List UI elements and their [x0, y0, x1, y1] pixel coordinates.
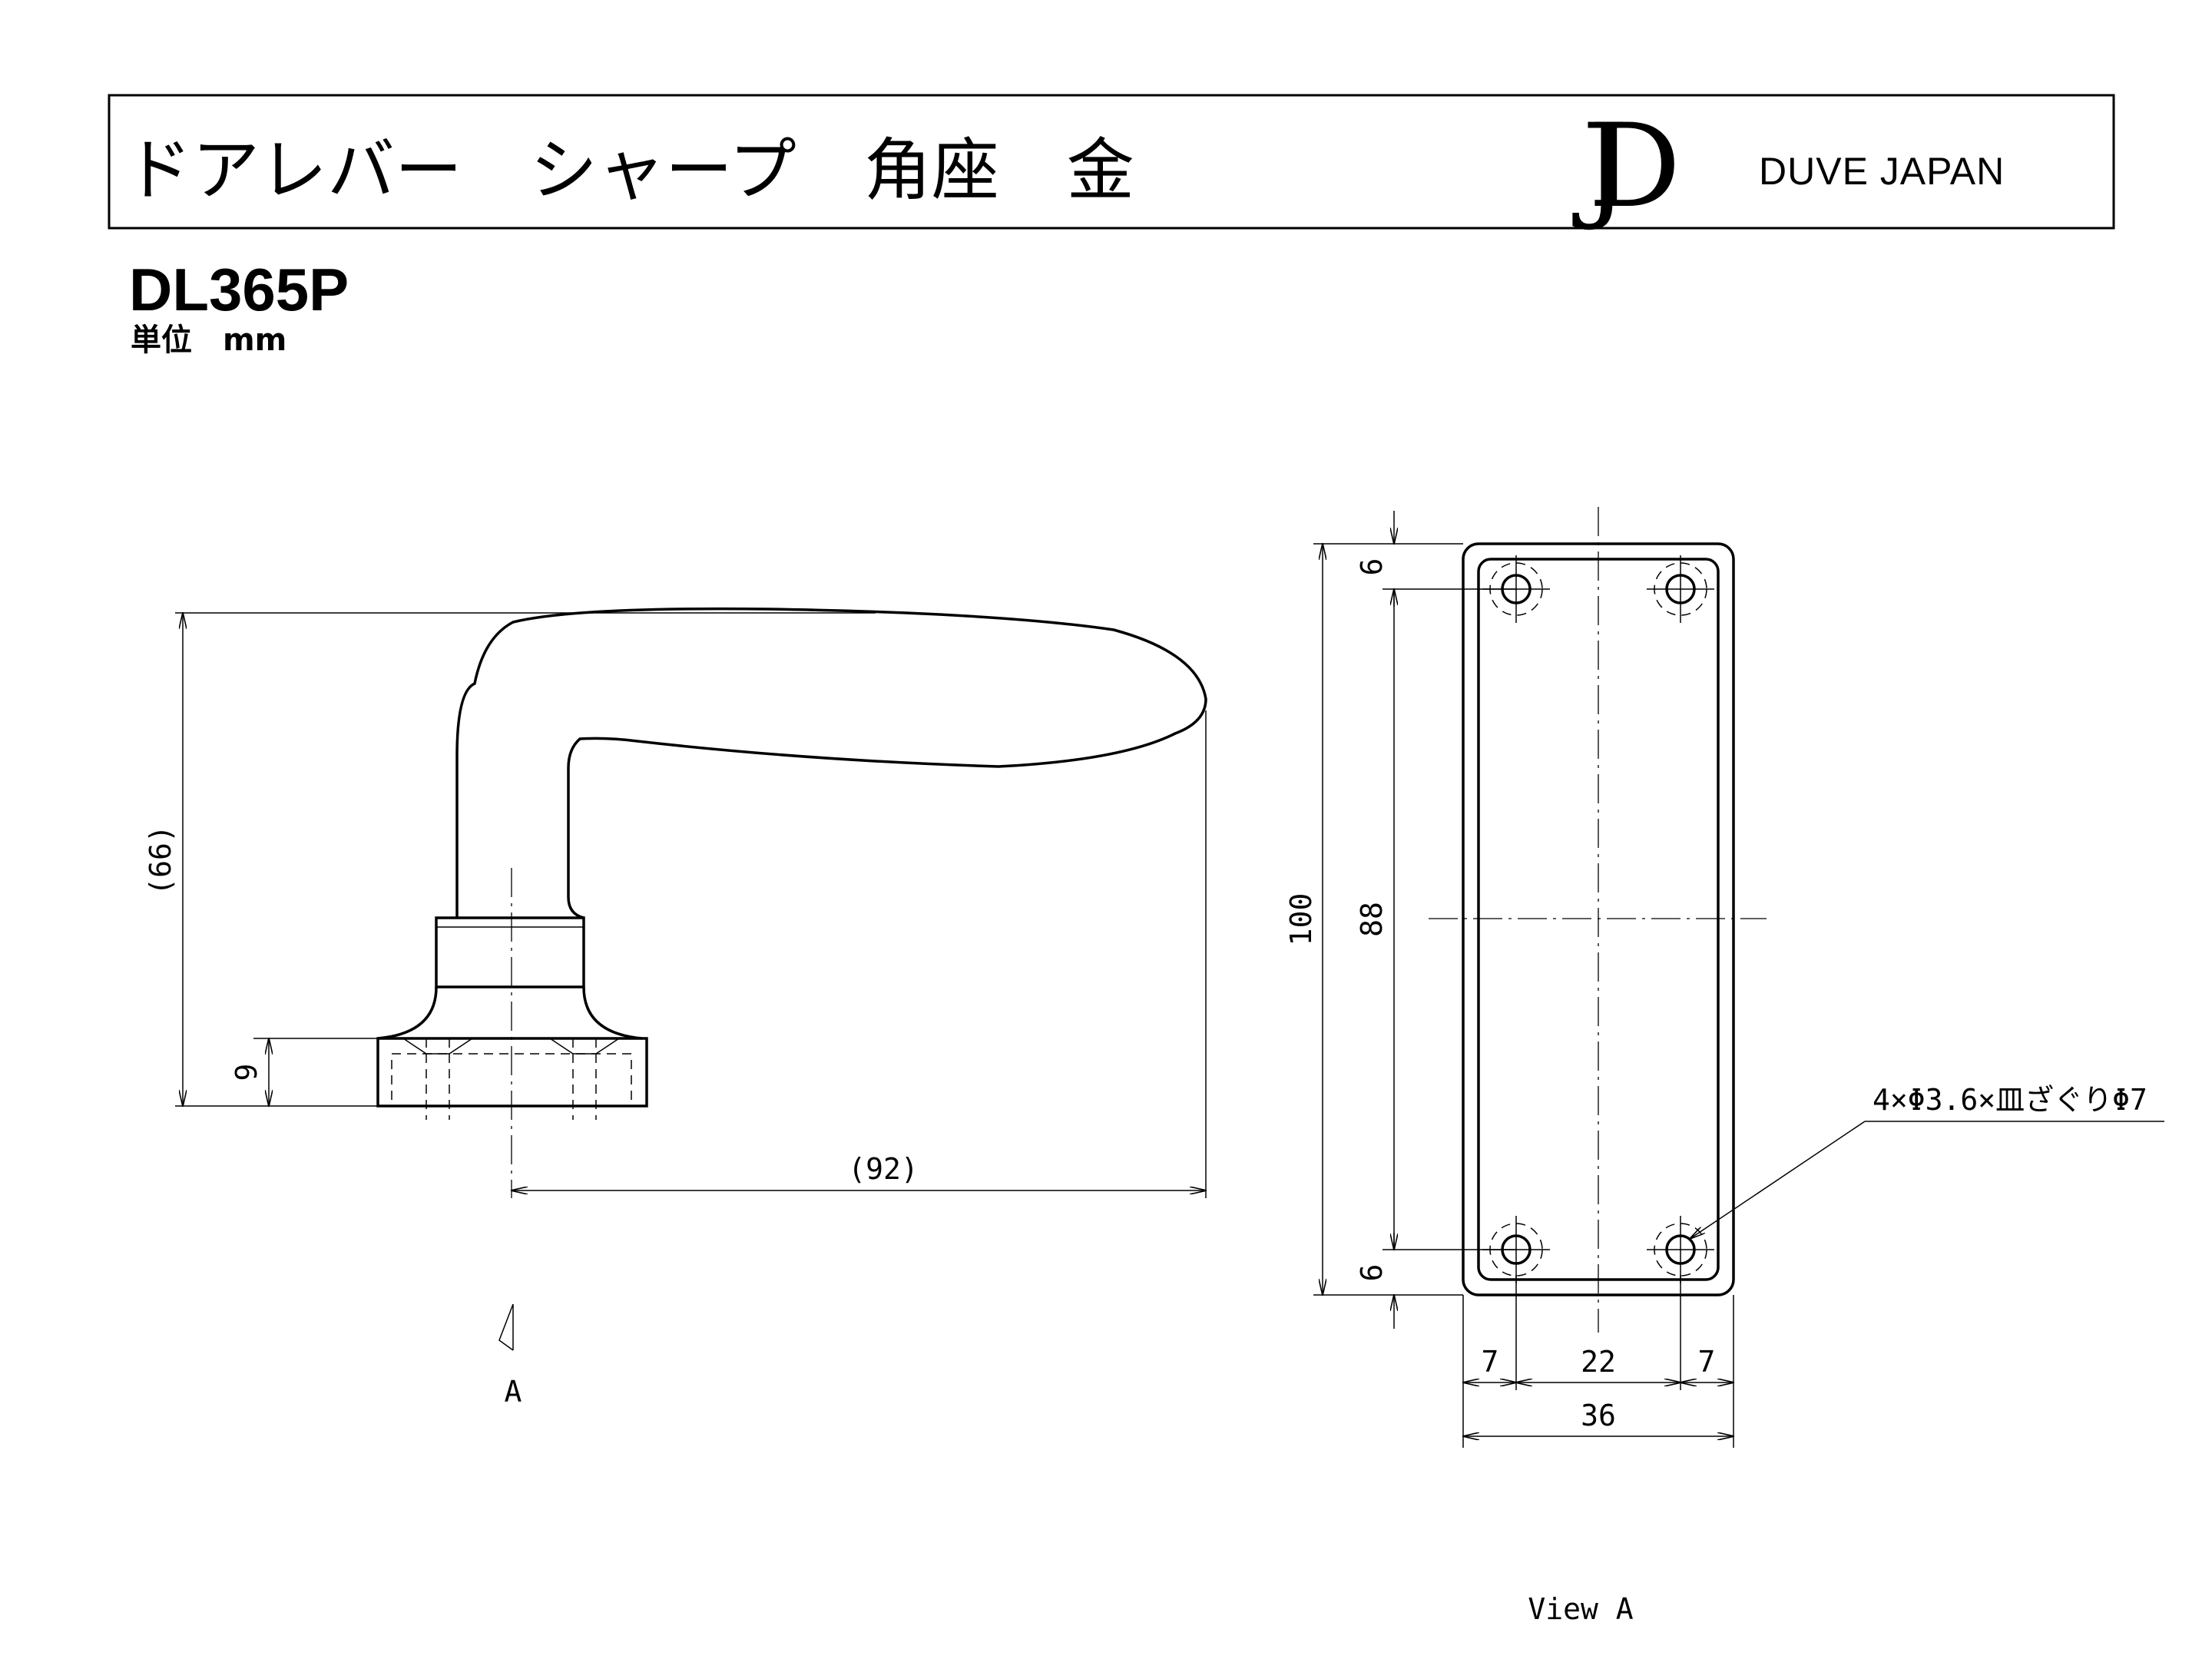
- model-number: DL365P: [129, 256, 349, 323]
- dim-top-offset: 6: [1355, 558, 1389, 576]
- dim-left-offset: 7: [1482, 1345, 1499, 1379]
- title-frame: [108, 94, 2115, 230]
- view-a-indicator: A: [498, 1303, 522, 1409]
- logo-mark: JD: [1572, 100, 1674, 233]
- view-marker-label: A: [505, 1375, 522, 1409]
- dim-bottom-offset: 6: [1355, 1264, 1389, 1282]
- base-recess-hidden: [391, 1053, 632, 1107]
- lever-outline: [455, 607, 1207, 919]
- dim-plate-width: 36: [1581, 1399, 1616, 1432]
- unit-label: 単位 mm: [131, 323, 286, 358]
- dim-lever-length: (92): [848, 1152, 919, 1186]
- product-title: ドアレバー シャープ 角座 金: [124, 131, 1134, 210]
- dim-hole-pitch-horizontal: 22: [1581, 1345, 1616, 1379]
- brand-name: DUVE JAPAN: [1759, 150, 2005, 193]
- countersink-right: [549, 1038, 620, 1055]
- rose-neck-left: [377, 986, 438, 1040]
- rose-collar: [435, 916, 585, 988]
- screw-hole-bottom-right: [1647, 1216, 1714, 1283]
- side-dimensions: (66) 9 (92): [144, 613, 1206, 1198]
- view-caption: View A: [1528, 1592, 1633, 1626]
- screw-hole-top-right: [1647, 555, 1714, 623]
- base-plate-side: [376, 1037, 648, 1108]
- plate-front-view: [1429, 507, 1767, 1333]
- dim-plate-height: 100: [1284, 893, 1318, 946]
- dim-right-offset: 7: [1698, 1345, 1716, 1379]
- hole-callout: 4×Φ3.6×皿ざぐりΦ7: [1690, 1083, 2164, 1239]
- hole-note: 4×Φ3.6×皿ざぐりΦ7: [1873, 1083, 2147, 1117]
- dim-lever-height: (66): [144, 825, 177, 896]
- plate-dimensions: 100 88 6 6 7 22 7 36: [1284, 511, 1734, 1448]
- dim-base-thickness: 9: [230, 1064, 263, 1081]
- lever-side-view: [376, 607, 1207, 1198]
- rose-neck-right: [582, 986, 643, 1040]
- dim-hole-pitch-vertical: 88: [1355, 902, 1389, 937]
- countersink-left: [402, 1038, 473, 1055]
- duve-japan-logo: JD DUVE JAPAN: [1572, 100, 2005, 233]
